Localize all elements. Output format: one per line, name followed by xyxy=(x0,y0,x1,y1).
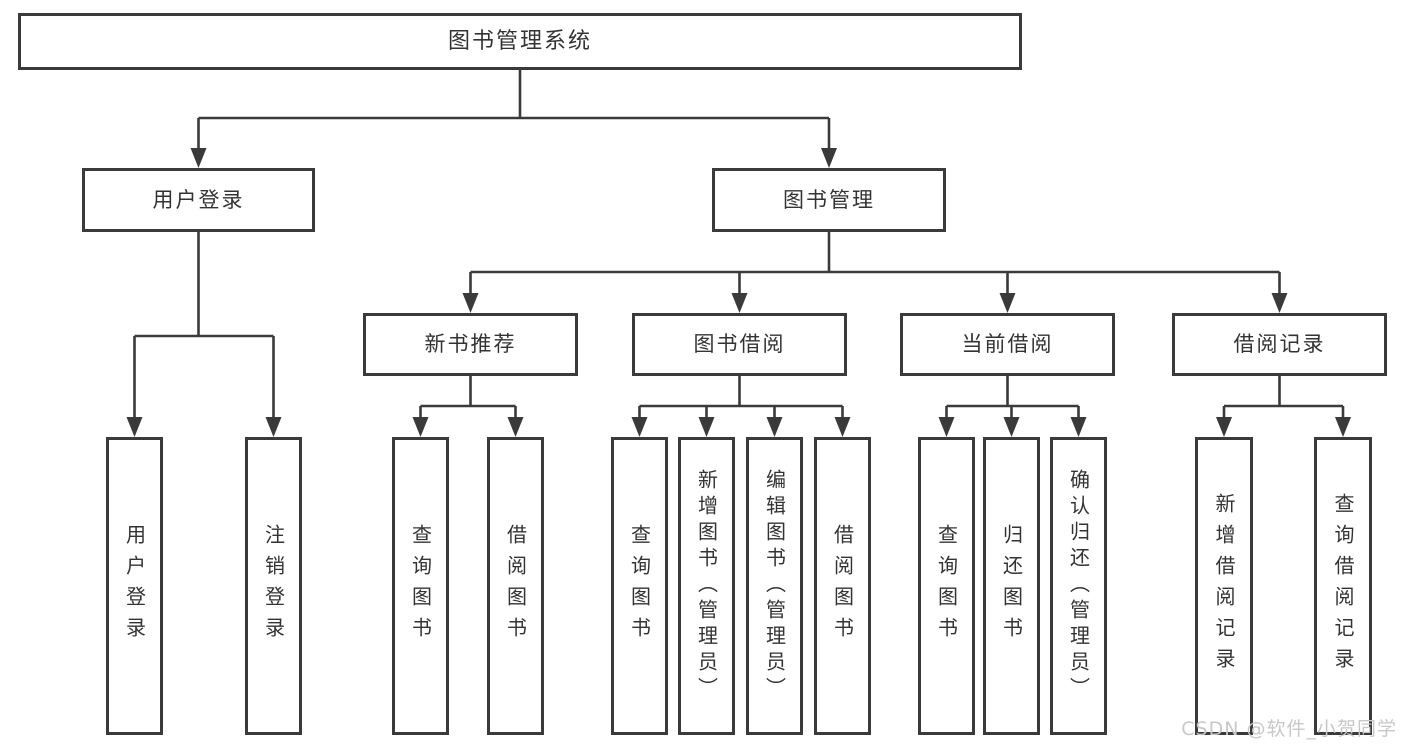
node-new-book-recommend: 新书推荐 xyxy=(363,313,578,376)
node-leaf-add-books-admin: 新增图书（管理员） xyxy=(678,437,735,735)
node-current-borrowing: 当前借阅 xyxy=(900,313,1115,376)
connector-book-borrowing-to-leaves xyxy=(631,376,851,437)
node-leaf-logout: 注销登录 xyxy=(245,437,302,735)
node-leaf-query-books-current: 查询图书 xyxy=(918,437,975,735)
arrowhead-icon xyxy=(1335,417,1351,437)
connector-user-login-to-leaves xyxy=(126,232,282,437)
arrowhead-icon xyxy=(698,417,715,437)
node-leaf-add-borrow-record: 新增借阅记录 xyxy=(1195,437,1253,735)
connector-current-borrowing-to-leaves xyxy=(938,376,1087,437)
arrowhead-icon xyxy=(731,293,748,313)
arrowhead-icon xyxy=(1271,293,1288,313)
connector-borrowing-records-to-leaves xyxy=(1216,376,1351,437)
connector-new-book-recommend-to-leaves xyxy=(412,376,524,437)
arrowhead-icon xyxy=(938,417,955,437)
node-leaf-confirm-return-admin: 确认归还（管理员） xyxy=(1050,437,1107,735)
node-leaf-query-books-borrowing: 查询图书 xyxy=(611,437,668,735)
connector-book-management-to-level3 xyxy=(462,232,1288,313)
node-library-management-system: 图书管理系统 xyxy=(18,13,1022,70)
arrowhead-icon xyxy=(999,293,1016,313)
arrowhead-icon xyxy=(1070,417,1087,437)
node-leaf-query-books-recommend: 查询图书 xyxy=(392,437,449,735)
arrowhead-icon xyxy=(821,148,837,168)
node-leaf-edit-books-admin: 编辑图书（管理员） xyxy=(746,437,803,735)
arrowhead-icon xyxy=(1216,417,1232,437)
arrowhead-icon xyxy=(834,417,851,437)
node-leaf-return-books: 归还图书 xyxy=(983,437,1040,735)
connector-root-to-level2 xyxy=(190,70,837,168)
node-book-management: 图书管理 xyxy=(712,168,946,232)
node-user-login: 用户登录 xyxy=(82,168,315,232)
node-leaf-user-login: 用户登录 xyxy=(106,437,163,735)
node-book-borrowing: 图书借阅 xyxy=(632,313,847,376)
arrowhead-icon xyxy=(462,293,479,313)
node-borrowing-records: 借阅记录 xyxy=(1172,313,1387,376)
arrowhead-icon xyxy=(507,417,524,437)
arrowhead-icon xyxy=(412,417,429,437)
node-leaf-query-borrow-record: 查询借阅记录 xyxy=(1314,437,1372,735)
arrowhead-icon xyxy=(190,148,207,168)
arrowhead-icon xyxy=(766,417,783,437)
node-leaf-borrow-books-borrowing: 借阅图书 xyxy=(814,437,871,735)
arrowhead-icon xyxy=(126,417,143,437)
node-leaf-borrow-books-recommend: 借阅图书 xyxy=(487,437,544,735)
arrowhead-icon xyxy=(1003,417,1020,437)
arrowhead-icon xyxy=(631,417,648,437)
arrowhead-icon xyxy=(265,417,282,437)
